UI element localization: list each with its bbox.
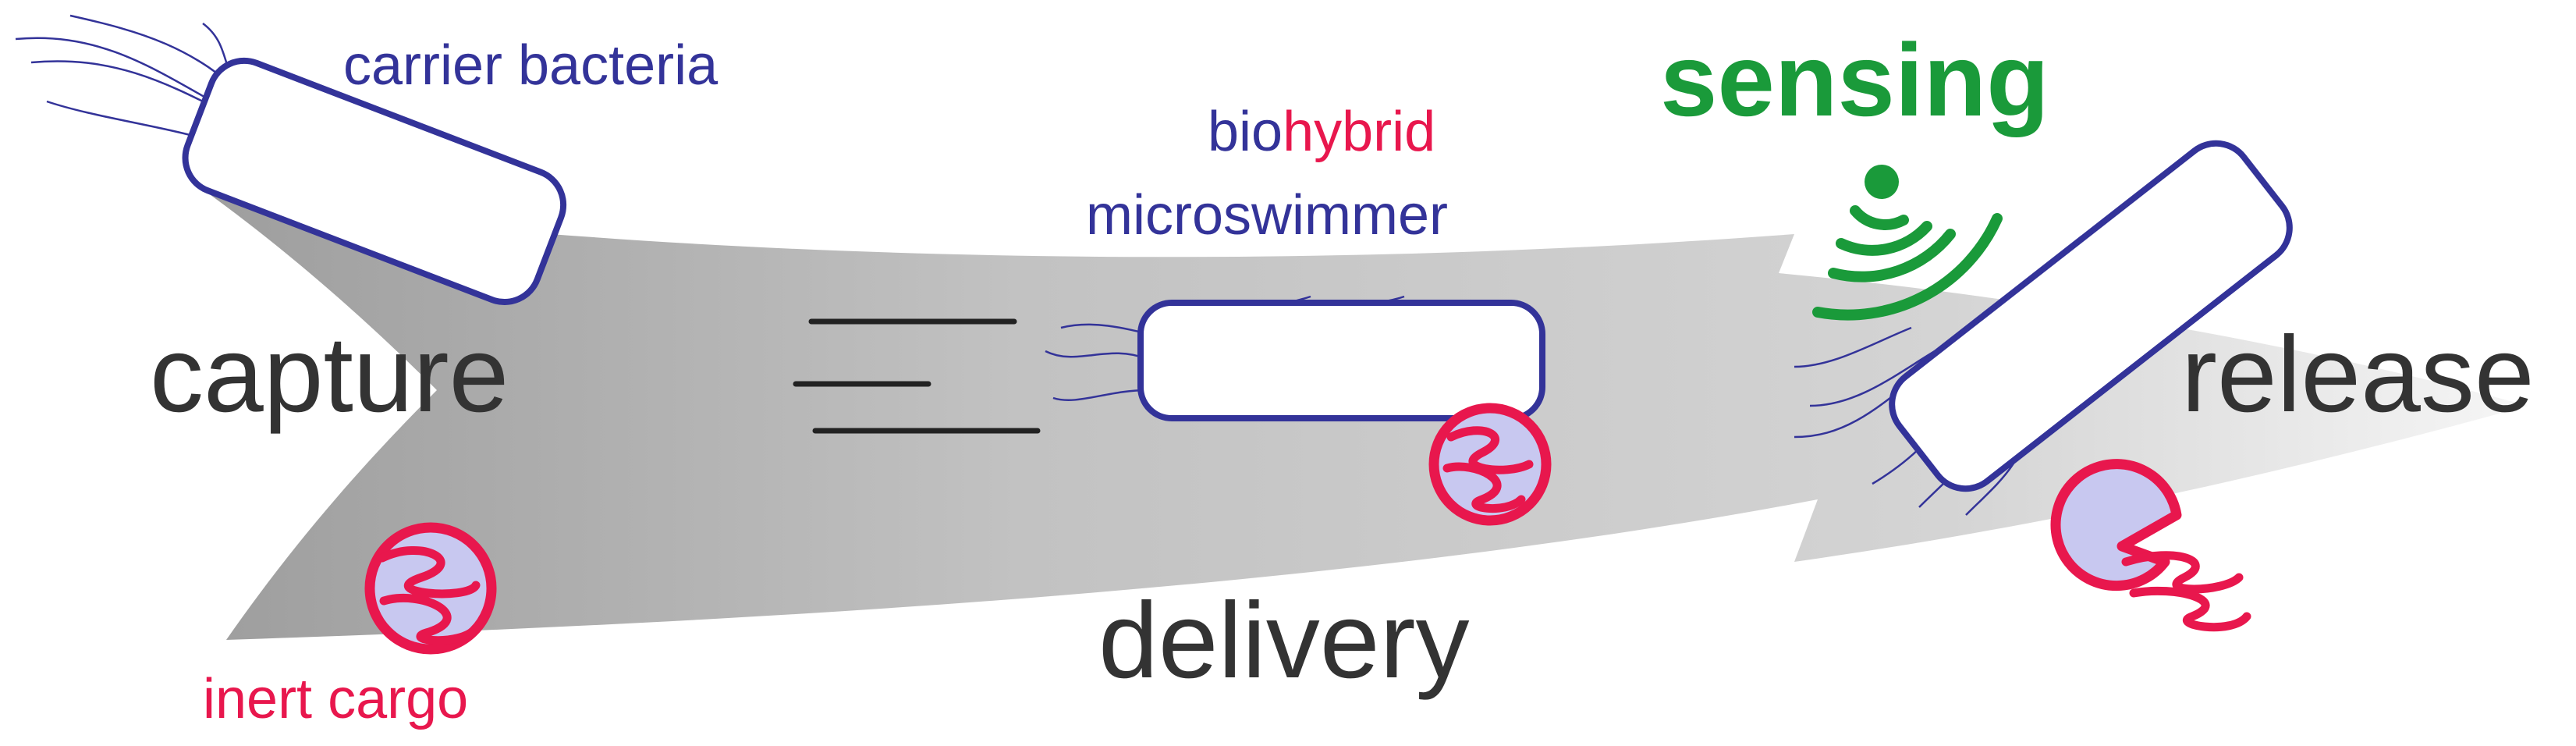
attached-cargo [1428, 403, 1552, 526]
biohybrid-bacterium [1045, 295, 1545, 421]
release-label: release [2181, 314, 2535, 435]
inert-cargo-label: inert cargo [203, 668, 468, 730]
released-cargo [2050, 459, 2251, 632]
inert-cargo-particle [364, 522, 497, 655]
capture-label: capture [150, 314, 509, 435]
biohybrid-label-bio: bio [1208, 101, 1283, 163]
release-bacterium [1794, 140, 2293, 516]
sensing-signal-icon [1812, 165, 2003, 321]
motion-lines [793, 318, 1041, 434]
microswimmer-label: microswimmer [1086, 184, 1448, 247]
carrier-bacterium [15, 14, 567, 306]
biohybrid-label: biohybrid [1208, 101, 1435, 163]
sensing-label: sensing [1660, 23, 2049, 137]
delivery-label: delivery [1098, 581, 1470, 701]
biohybrid-label-hybrid: hybrid [1283, 101, 1435, 163]
carrier-bacteria-label: carrier bacteria [343, 34, 719, 97]
